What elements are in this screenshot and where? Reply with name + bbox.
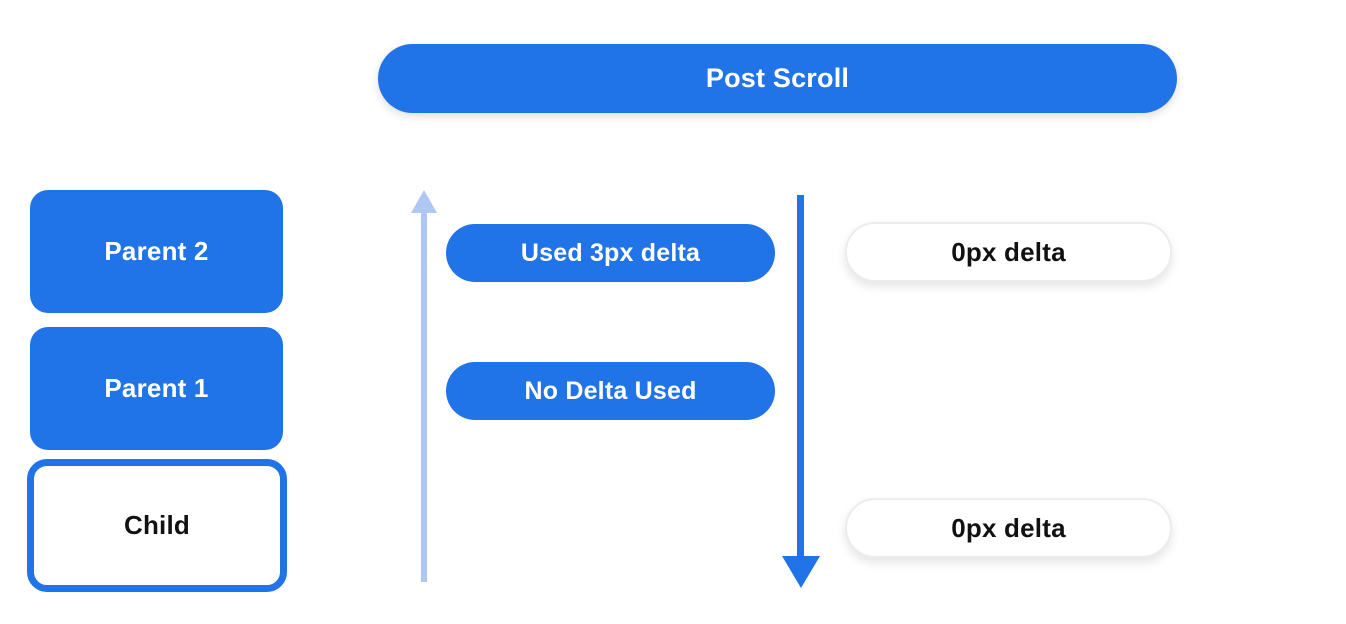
zero-delta-bottom-pill: 0px delta (845, 498, 1172, 558)
down-arrow-head (782, 556, 820, 588)
zero-delta-top-pill: 0px delta (845, 222, 1172, 282)
child-label: Child (124, 510, 190, 540)
parent1-label: Parent 1 (104, 373, 209, 403)
post-scroll-header-label: Post Scroll (705, 63, 850, 93)
parent2-label: Parent 2 (104, 236, 209, 266)
up-arrow-shaft (421, 211, 427, 582)
used-delta-pill: Used 3px delta (446, 224, 775, 282)
down-arrow-shaft (797, 195, 804, 557)
child-box: Child (27, 459, 287, 592)
post-scroll-header-pill: Post Scroll (378, 44, 1177, 113)
no-delta-used-label: No Delta Used (524, 376, 697, 405)
used-delta-label: Used 3px delta (520, 238, 701, 267)
parent2-box: Parent 2 (30, 190, 283, 313)
up-arrow-head (411, 190, 437, 213)
zero-delta-top-label: 0px delta (951, 236, 1066, 267)
no-delta-used-pill: No Delta Used (446, 362, 775, 420)
zero-delta-bottom-label: 0px delta (951, 512, 1066, 543)
parent1-box: Parent 1 (30, 327, 283, 450)
